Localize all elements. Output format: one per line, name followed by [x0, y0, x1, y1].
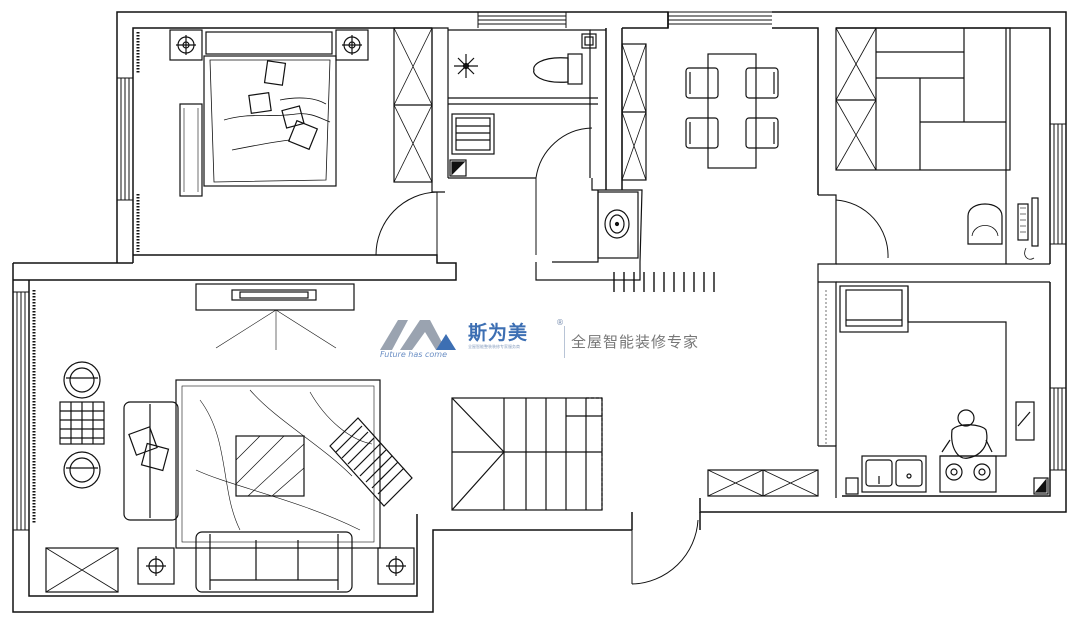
logo-brand-text: 斯为美: [468, 322, 529, 344]
study-room: [835, 27, 1039, 264]
nightstand-right: [335, 29, 369, 61]
logo-mark-icon: [380, 320, 456, 350]
window-kitchen-right: [1050, 387, 1066, 471]
window-study-right: [1050, 123, 1066, 245]
shower-head-icon: [454, 54, 478, 78]
computer-monitor: [1031, 197, 1039, 247]
dining-chair: [685, 117, 719, 149]
washing-machine: [451, 113, 495, 155]
stool: [63, 361, 101, 399]
floor-lamp-right: [377, 547, 415, 585]
sofa: [195, 531, 353, 593]
door-study: [835, 199, 889, 260]
interior-walls: [431, 27, 1050, 498]
range-hood: [1015, 401, 1035, 441]
bathroom: [449, 33, 639, 259]
stool: [63, 451, 101, 489]
logo-divider: [564, 326, 565, 358]
dresser: [179, 103, 203, 197]
toilet: [533, 33, 597, 85]
logo-subtext: 全屋智能整装装修专家服务商: [468, 344, 520, 349]
pillow-4: [281, 105, 305, 129]
pillow-2: [263, 60, 287, 86]
window-bedroom-left: [117, 77, 133, 201]
dining-table: [707, 53, 757, 169]
washbasin: [597, 191, 639, 259]
master-bedroom: [136, 27, 433, 252]
brand-logo: 斯为美 ® Future has come 全屋智能整装装修专家服务商 全屋智能…: [378, 316, 718, 366]
nightstand-left: [169, 29, 203, 61]
pillow: [248, 92, 272, 114]
gas-stove: [939, 455, 997, 493]
door-bedroom: [375, 191, 438, 256]
lounge-chair: [329, 417, 413, 507]
bed: [203, 55, 337, 187]
rug: [175, 379, 381, 549]
exterior-walls: [12, 11, 1067, 613]
logo-tagline: Future has come: [380, 350, 447, 359]
windows: [13, 11, 1066, 531]
floor-vent: [613, 272, 715, 292]
small-box: [845, 477, 859, 495]
staircase: [451, 397, 603, 511]
storage-cabinet: [45, 547, 119, 593]
side-table-grid: [59, 401, 105, 445]
floor-drain: [449, 159, 467, 177]
bookshelf: [835, 27, 1011, 171]
bed-headboard: [205, 31, 333, 55]
tv-cabinet: [195, 283, 355, 311]
kitchen-sink: [861, 455, 927, 493]
door-bathroom: [535, 127, 593, 255]
logo-registered-mark: ®: [556, 318, 564, 327]
logo-slogan: 全屋智能装修专家: [571, 333, 700, 351]
window-living-left: [13, 291, 29, 531]
dining-chair: [745, 67, 779, 99]
corner-box: [1033, 477, 1049, 495]
coffee-table: [235, 435, 305, 497]
floor-lamp-left: [137, 547, 175, 585]
dining-chair: [685, 67, 719, 99]
kitchen: [825, 285, 1049, 495]
pillow-3: [287, 119, 319, 151]
refrigerator: [839, 285, 909, 333]
shoe-cabinet: [707, 469, 819, 497]
living-room: [32, 283, 415, 593]
dining-chair: [745, 117, 779, 149]
sofa-armchair: [123, 401, 179, 521]
doors: [375, 127, 889, 585]
window-dining-top: [668, 11, 772, 25]
window-bath-top: [477, 12, 567, 28]
office-chair: [967, 203, 1003, 245]
person-figure: [941, 409, 993, 459]
projection-lines: [215, 309, 337, 350]
computer-keyboard: [1017, 203, 1029, 241]
door-entrance: [631, 512, 699, 585]
dining-area: [613, 43, 779, 292]
